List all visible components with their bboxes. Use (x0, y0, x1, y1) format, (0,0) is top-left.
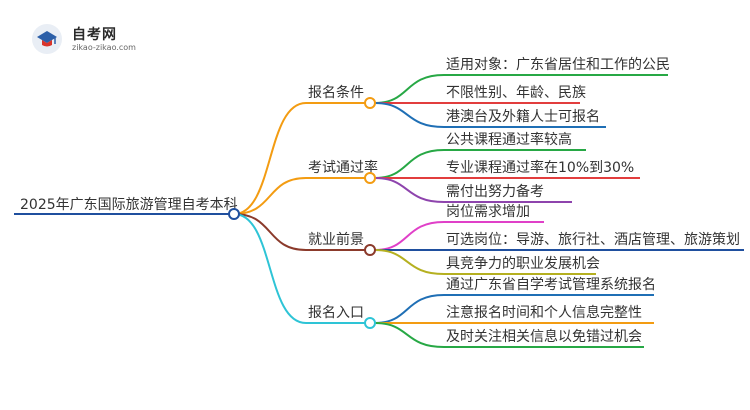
branch-connector[interactable] (364, 97, 376, 109)
leaf-topic[interactable]: 及时关注相关信息以免错过机会 (446, 328, 642, 345)
leaf-link (374, 177, 445, 203)
graduation-cap-icon (32, 24, 62, 54)
leaf-link (374, 102, 445, 128)
branch-topic[interactable]: 报名入口 (308, 305, 364, 321)
root-topic: 2025年广东国际旅游管理自考本科 (20, 197, 238, 213)
branch-topic[interactable]: 报名条件 (308, 84, 364, 101)
leaf-topic[interactable]: 可选岗位：导游、旅行社、酒店管理、旅游策划 (446, 231, 740, 248)
leaf-topic[interactable]: 通过广东省自学考试管理系统报名 (446, 277, 656, 293)
leaf-link (374, 294, 445, 324)
branch-connector[interactable] (364, 317, 376, 329)
logo-subtitle: zikao-zikao.com (72, 43, 136, 52)
leaf-topic[interactable]: 港澳台及外籍人士可报名 (446, 108, 600, 125)
leaf-link (374, 249, 445, 275)
leaf-topic[interactable]: 专业课程通过率在10%到30% (446, 159, 634, 176)
leaf-topic[interactable]: 不限性别、年龄、民族 (446, 85, 586, 101)
leaf-topic[interactable]: 岗位需求增加 (446, 204, 530, 220)
leaf-topic[interactable]: 公共课程通过率较高 (446, 131, 572, 148)
leaf-link (374, 74, 445, 104)
leaf-topic[interactable]: 注意报名时间和个人信息完整性 (446, 304, 642, 321)
branch-topic[interactable]: 考试通过率 (308, 159, 378, 176)
root-connector (228, 208, 240, 220)
mindmap-nodes: 2025年广东国际旅游管理自考本科 报名条件 适用对象：广东省居住和工作的公民不限… (14, 57, 744, 348)
leaf-topic[interactable]: 适用对象：广东省居住和工作的公民 (446, 57, 670, 73)
leaf-topic[interactable]: 需付出努力备考 (446, 183, 544, 200)
branch-link (233, 102, 307, 215)
site-logo[interactable]: 自考网 zikao-zikao.com (30, 22, 150, 56)
branch-topic[interactable]: 就业前景 (308, 231, 364, 248)
branch-connector[interactable] (364, 172, 376, 184)
leaf-link (374, 149, 445, 179)
branch-link (233, 213, 307, 251)
branch-link (233, 177, 307, 215)
mindmap-links (233, 74, 445, 348)
leaf-link (374, 221, 445, 251)
leaf-link (374, 322, 445, 348)
branch-link (233, 213, 307, 324)
logo-title: 自考网 (72, 27, 117, 43)
leaf-topic[interactable]: 具竞争力的职业发展机会 (446, 255, 600, 272)
branch-connector[interactable] (364, 244, 376, 256)
